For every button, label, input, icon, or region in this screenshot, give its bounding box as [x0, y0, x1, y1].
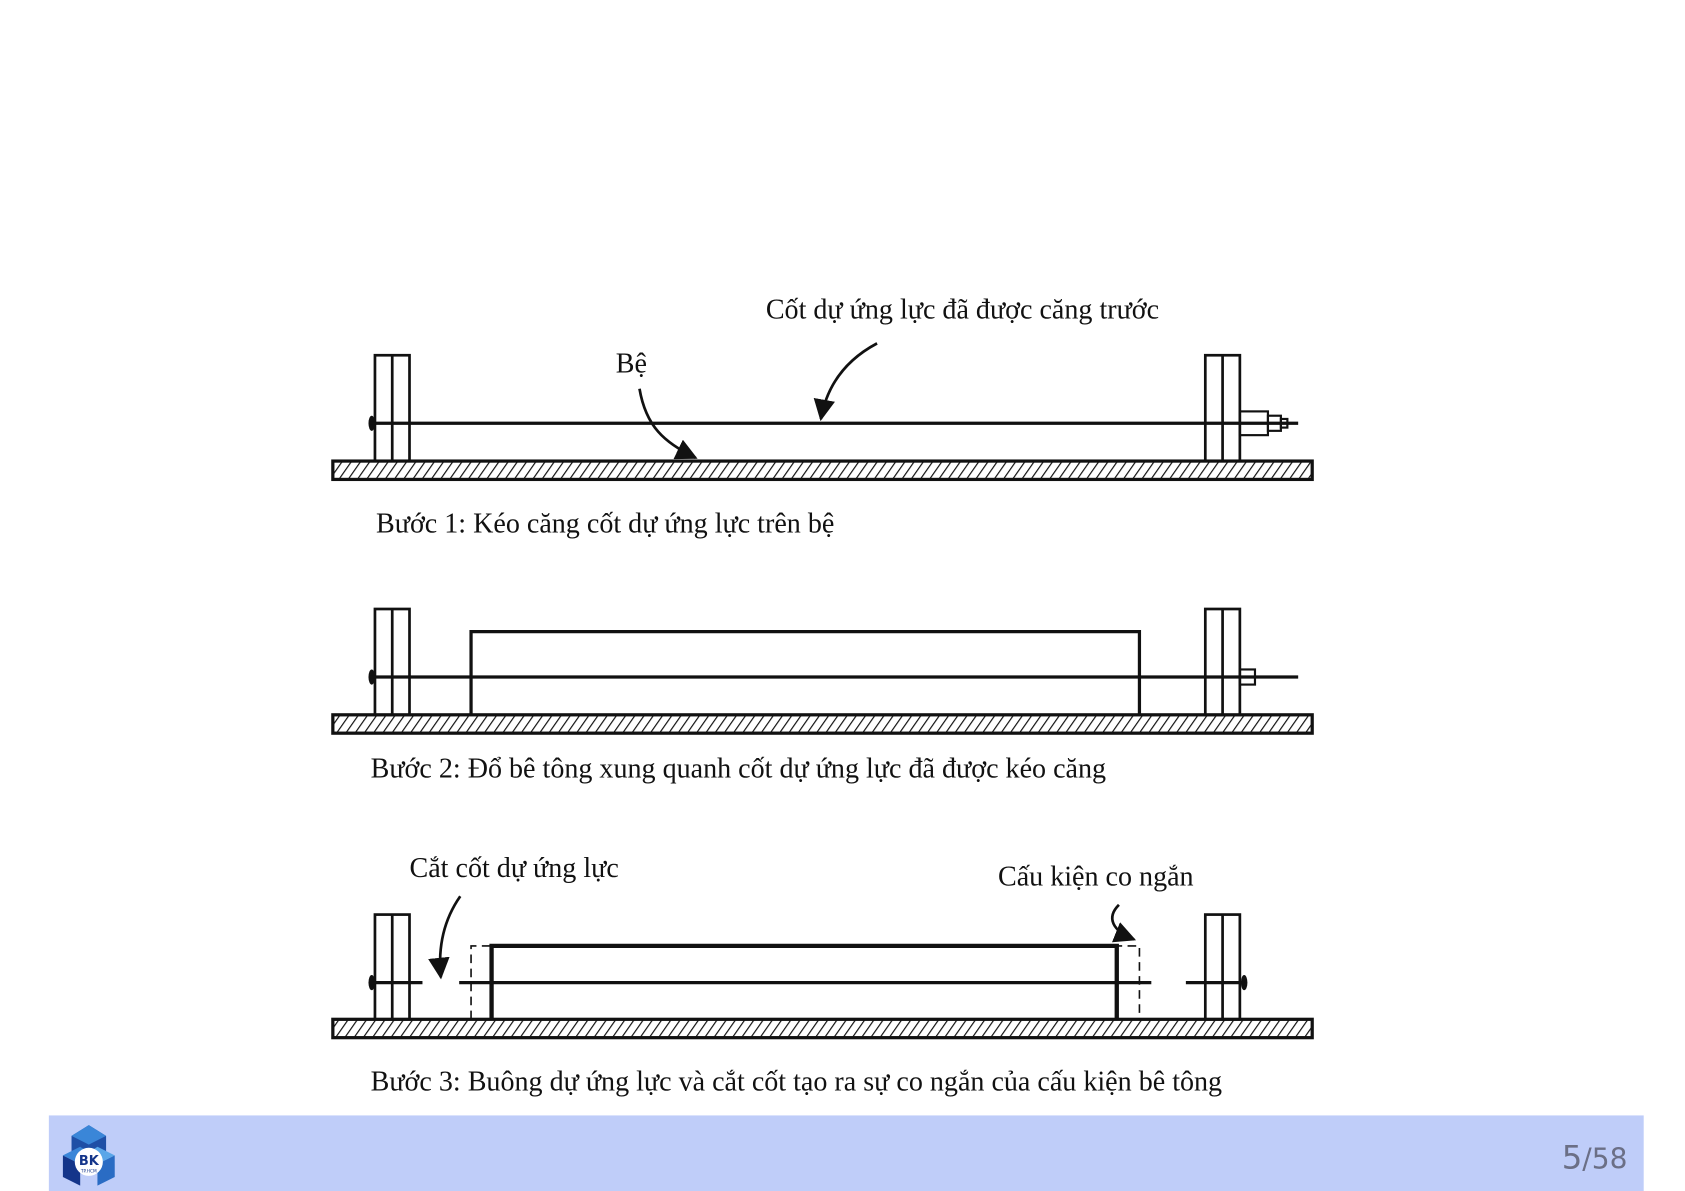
logo-subtext: TP.HCM [80, 1169, 97, 1175]
concrete-member [469, 630, 1142, 715]
page-separator: / [1582, 1142, 1592, 1175]
label-cut-tendon: Cắt cốt dự ứng lực [410, 853, 619, 884]
arrow-bed [638, 388, 698, 460]
left-abutment [373, 353, 411, 463]
step1-diagram: Cốt dự ứng lực đã được căng trước Bệ Bướ… [331, 295, 1314, 539]
prestressing-bed [331, 713, 1314, 735]
jack-icon [1238, 410, 1289, 437]
prestressing-bed [331, 1017, 1314, 1040]
label-bed: Bệ [616, 349, 647, 380]
step1-caption: Bước 1: Kéo căng cốt dự ứng lực trên bệ [376, 508, 834, 539]
right-abutment [1203, 913, 1242, 1021]
page-number: 5/58 [1562, 1138, 1628, 1176]
arrow-shortening [1110, 903, 1137, 943]
right-abutment [1203, 607, 1242, 717]
label-member-shortening: Cấu kiện co ngắn [998, 861, 1194, 892]
page-current: 5 [1562, 1138, 1583, 1176]
footer-bar: BK TP.HCM 5/58 [48, 1115, 1644, 1191]
prestressing-bed [331, 459, 1314, 482]
logo-text: BK [79, 1154, 100, 1169]
arrow-tendon [813, 342, 878, 422]
step2-diagram: Bước 2: Đổ bê tông xung quanh cốt dự ứng… [331, 607, 1314, 784]
left-abutment [373, 913, 411, 1021]
step3-diagram: Cắt cốt dự ứng lực Cấu kiện co ngắn Bước… [331, 853, 1314, 1098]
right-abutment [1203, 353, 1242, 463]
left-abutment [373, 607, 411, 717]
step2-caption: Bước 2: Đổ bê tông xung quanh cốt dự ứng… [371, 753, 1106, 784]
label-tendon-prestressed: Cốt dự ứng lực đã được căng trước [766, 295, 1159, 326]
bk-logo: BK TP.HCM [62, 1125, 115, 1186]
page-total: 58 [1592, 1142, 1628, 1175]
arrow-cut [428, 895, 462, 980]
anchor-right [1238, 668, 1257, 686]
step3-caption: Bước 3: Buông dự ứng lực và cắt cốt tạo … [371, 1067, 1222, 1098]
